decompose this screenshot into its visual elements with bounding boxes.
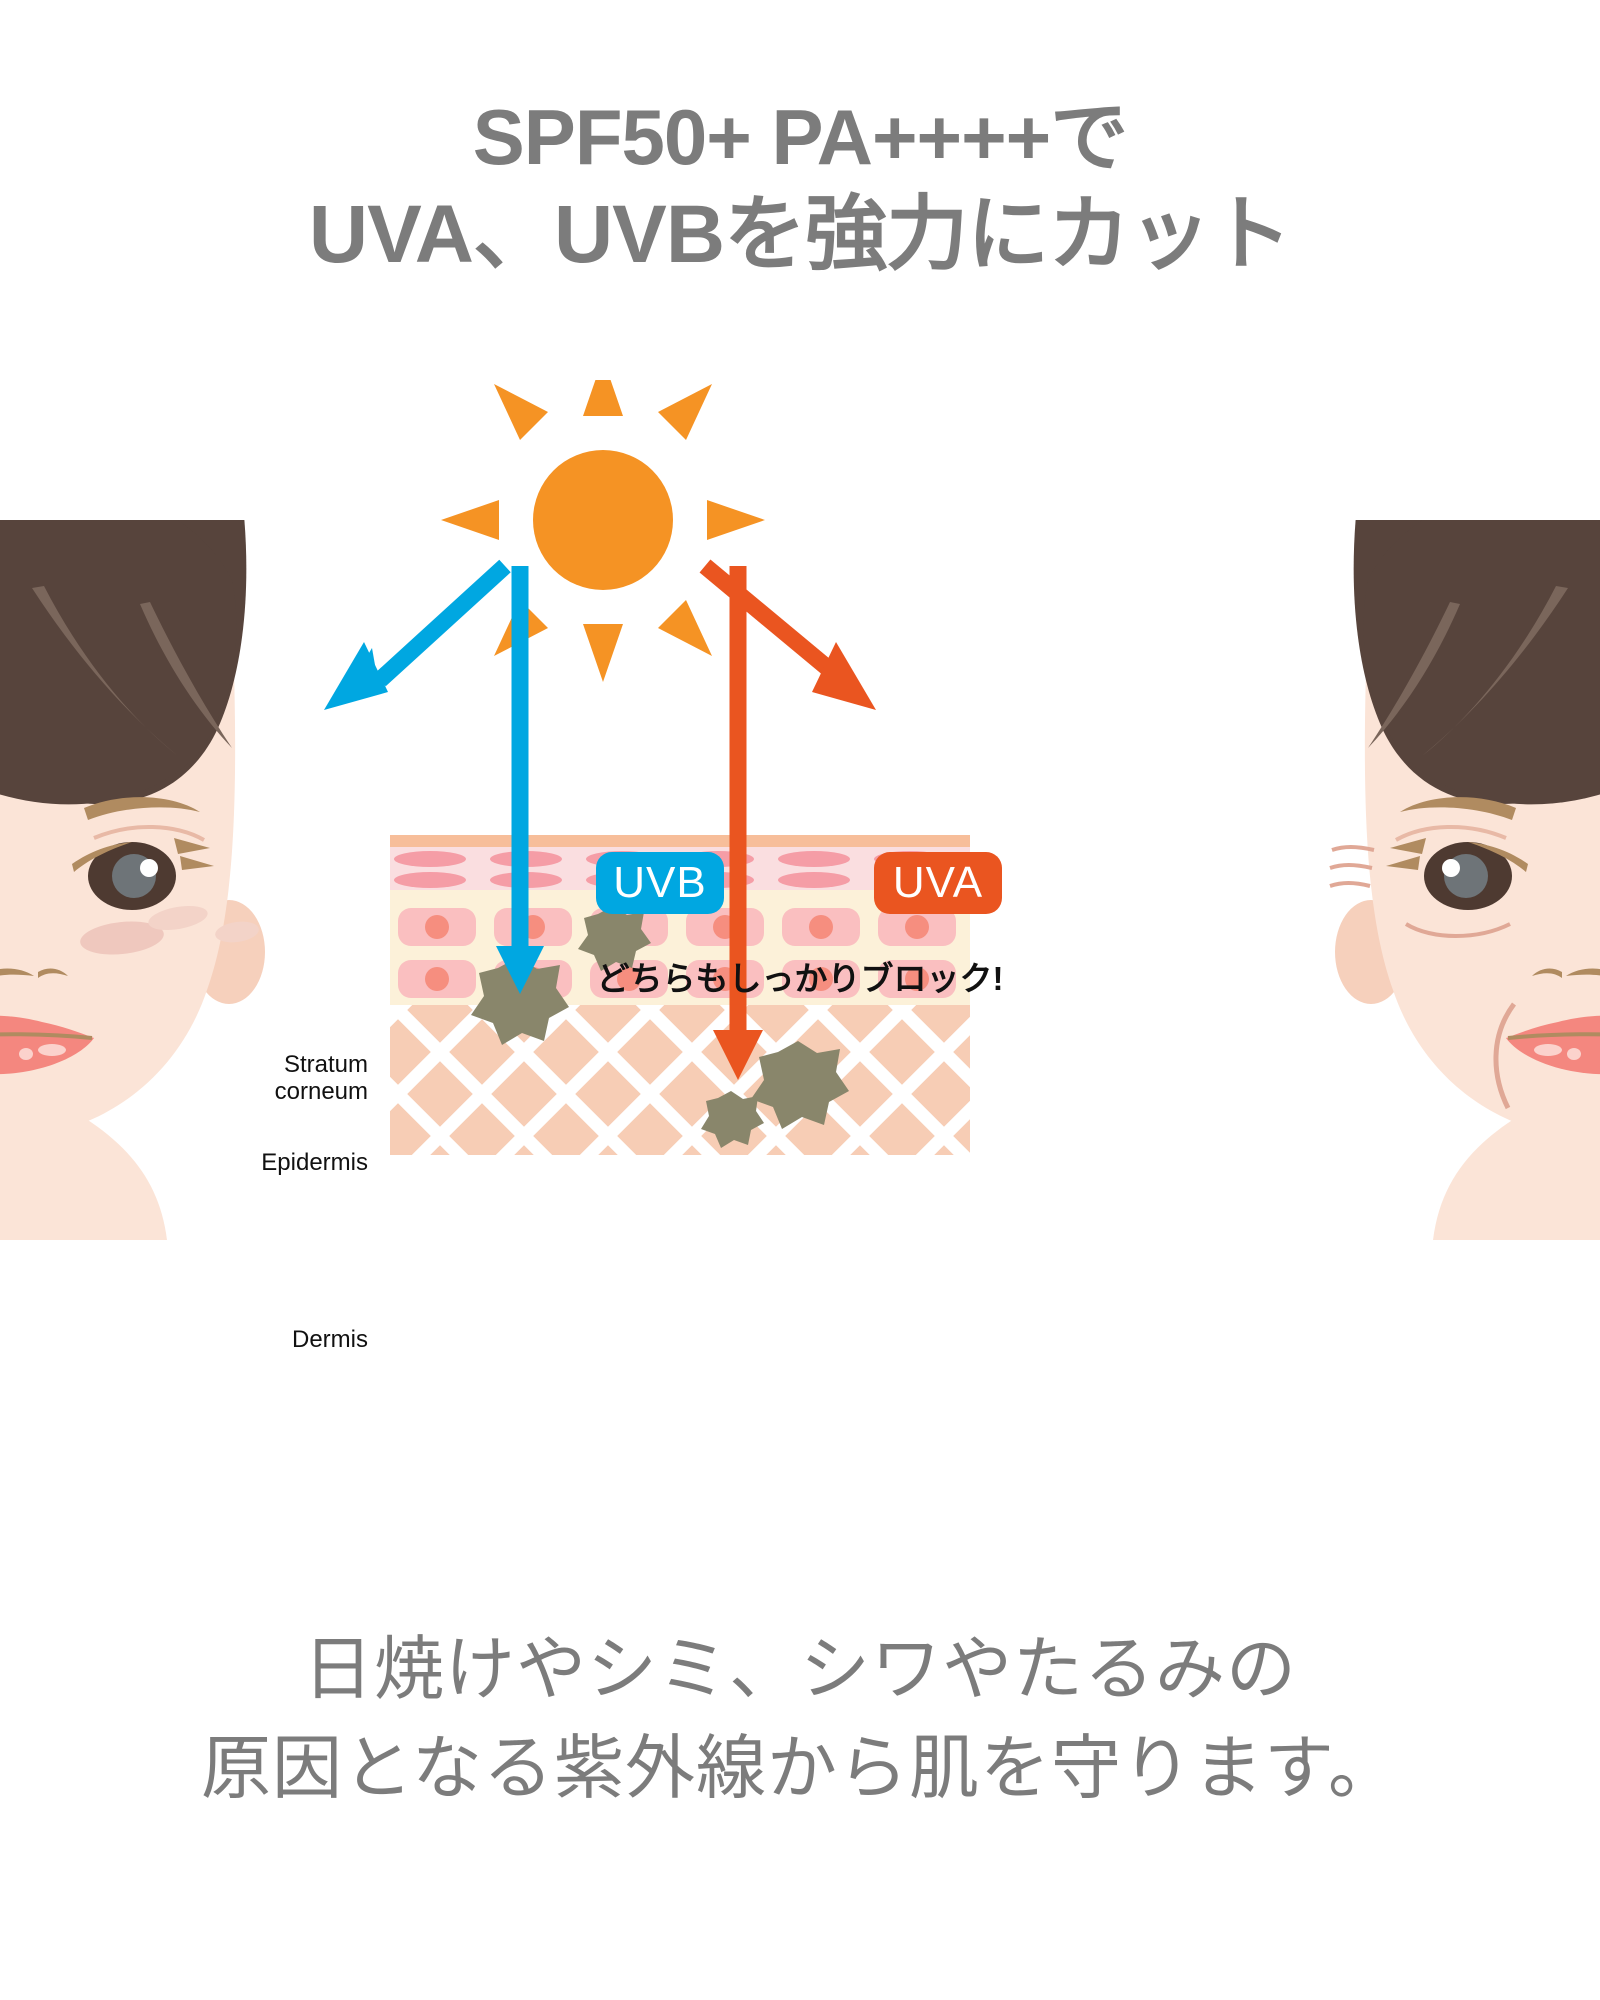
corneocyte [394, 851, 466, 867]
hair-bangs-right [1363, 520, 1600, 805]
eyelid-crease-right [1395, 824, 1507, 842]
nostril-right-2 [1532, 968, 1562, 978]
label-stratum-corneum-line2: corneum [274, 1077, 368, 1105]
uvb-deflected-arrow [324, 559, 511, 710]
age-spot-left-2 [148, 905, 208, 931]
label-stratum-corneum-line1: Stratum [283, 1051, 368, 1078]
label-epidermis-line1: Epidermis [261, 1149, 368, 1176]
crows-foot-1 [1331, 845, 1375, 852]
cell-nucleus [905, 915, 929, 939]
face-with-wrinkles [1328, 520, 1600, 1245]
cell-nucleus [425, 967, 449, 991]
headline-line-1: SPF50+ PA++++で [472, 93, 1128, 181]
uvb-badge-label: UVB [613, 858, 707, 907]
uva-badge[interactable]: UVA [874, 852, 1002, 914]
eye-highlight-left [140, 859, 158, 877]
eyelash-right-1 [1390, 838, 1426, 854]
age-spot-left-1 [80, 921, 164, 955]
caption-line-2: 原因となる紫外線から肌を守ります。 [201, 1729, 1399, 1808]
face-with-spots [0, 520, 272, 1245]
sun-ray-n [583, 380, 623, 416]
uvb-arrow [496, 566, 544, 994]
sun-ray-se [658, 600, 712, 656]
footer-caption: 日焼けやシミ、シワやたるみの 原因となる紫外線から肌を守ります。 [0, 1620, 1600, 1819]
lip-gloss-left-2 [38, 1044, 66, 1056]
uva-deflected-arrow [699, 559, 876, 710]
label-dermis: Dermis [168, 1326, 368, 1354]
eyelid-line-right [1468, 842, 1528, 872]
eyebrow-left [84, 797, 200, 820]
crows-foot-2 [1329, 863, 1373, 870]
eyelid-crease-left [93, 824, 205, 842]
dermis-layer [390, 1005, 970, 1155]
skin-surface [390, 835, 970, 847]
melanin-blob [471, 957, 569, 1045]
age-spot-left-3 [215, 921, 259, 943]
caption-line-1: 日焼けやシミ、シワやたるみの [303, 1630, 1297, 1708]
cell-nucleus [425, 915, 449, 939]
uv-skin-diagram [324, 380, 970, 1155]
uva-deflected-head [812, 642, 876, 710]
lip-line-left [0, 1032, 93, 1040]
nostril-right-1 [1566, 968, 1600, 976]
crows-foot-3 [1329, 881, 1371, 888]
hair-strand-right-2 [1368, 602, 1460, 748]
sun-ray-s [583, 624, 623, 682]
sun-core [533, 450, 673, 590]
label-stratum-corneum: Stratum corneum [168, 1051, 368, 1106]
uva-badge-label: UVA [892, 858, 984, 907]
lip-gloss-right-1 [1567, 1048, 1581, 1060]
eyelash-left-2 [180, 856, 214, 870]
uvb-deflected-shaft [374, 559, 511, 687]
page-title: SPF50+ PA++++で UVA、UVBを強力にカット [0, 90, 1600, 285]
face-illustration-left [0, 520, 265, 1240]
hair-strand-right-1 [1422, 586, 1568, 756]
block-message: どちらもしっかりブロック! [596, 960, 1004, 997]
hair-strand-left-1 [32, 586, 178, 756]
melanin-blob-dermis-2 [701, 1091, 764, 1148]
lip-gloss-left-1 [19, 1048, 33, 1060]
lip-line-right [1507, 1032, 1600, 1040]
eyelid-line-left [72, 842, 132, 872]
hair-strand-left-2 [140, 602, 232, 748]
corneocyte [778, 872, 850, 888]
uva-arrow-head [713, 1030, 763, 1080]
headline-line-2: UVA、UVBを強力にカット [308, 189, 1292, 281]
corneocyte [778, 851, 850, 867]
label-dermis-line1: Dermis [292, 1326, 368, 1353]
melanin-blob [578, 906, 651, 971]
under-eye-wrinkle [1404, 922, 1511, 938]
uvb-deflected-head-2 [324, 642, 388, 710]
nostril-left-2 [38, 968, 68, 978]
label-epidermis: Epidermis [168, 1149, 368, 1177]
sun-icon [441, 380, 765, 682]
cell-nucleus [617, 967, 641, 991]
eyebrow-right [1400, 797, 1516, 820]
nasolabial-fold [1493, 1002, 1517, 1110]
uvb-badge[interactable]: UVB [596, 852, 724, 914]
cell-nucleus [809, 967, 833, 991]
sun-ray-ne [658, 384, 712, 440]
uva-arrow [713, 566, 763, 1080]
melanin-blob-dermis-1 [751, 1041, 849, 1129]
nostril-left-1 [0, 968, 34, 976]
hair-bangs-left [0, 520, 237, 805]
eyelash-left-1 [174, 838, 210, 854]
eyelash-right-2 [1386, 856, 1420, 870]
lip-gloss-right-2 [1534, 1044, 1562, 1056]
uva-deflected-shaft [699, 559, 848, 687]
sun-ray-w [441, 500, 499, 540]
cell-nucleus [905, 967, 929, 991]
corneocyte [394, 872, 466, 888]
face-illustration-right [1329, 520, 1600, 1240]
sun-ray-e [707, 500, 765, 540]
cell-nucleus [809, 915, 833, 939]
uvb-arrow-head [496, 946, 544, 994]
eye-highlight-right [1442, 859, 1460, 877]
sun-ray-nw [494, 384, 548, 440]
